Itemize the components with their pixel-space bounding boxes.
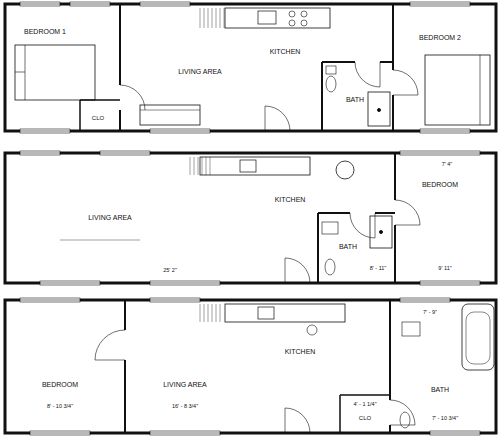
counter-hatch [210, 157, 211, 175]
window-pane [420, 283, 480, 284]
room-label: 4' - 1 1/4" [352, 401, 377, 407]
window [30, 431, 90, 435]
room-label: CLO [358, 415, 372, 422]
room-label: BATH [338, 243, 358, 251]
window-pane [150, 300, 200, 301]
room-label: LIVING AREA [177, 68, 223, 76]
window-pane [150, 131, 210, 132]
window-pane [400, 300, 450, 301]
room-label: LIVING AREA [162, 381, 208, 389]
window [40, 281, 100, 285]
counter-hatch [208, 304, 209, 322]
window [20, 129, 70, 133]
window [150, 431, 220, 435]
window [20, 298, 80, 302]
window-pane [20, 4, 60, 5]
room-label: BATH [430, 386, 450, 394]
window [420, 129, 470, 133]
plan-two [5, 153, 496, 283]
counter-hatch [200, 8, 201, 28]
room-label: CLO [91, 115, 105, 122]
window [20, 151, 60, 155]
counter-hatch [216, 8, 217, 28]
window-pane [140, 4, 190, 5]
room-label: BEDROOM [421, 181, 459, 189]
window-pane [420, 131, 470, 132]
window-pane [150, 433, 220, 434]
room-label: KITCHEN [284, 348, 317, 356]
counter-hatch [212, 8, 213, 28]
window [150, 298, 200, 302]
room-label: 25' 2" [162, 267, 178, 273]
window-pane [20, 153, 60, 154]
counter-hatch [194, 157, 195, 175]
counter-hatch [220, 304, 221, 322]
window [400, 151, 480, 155]
window [430, 431, 480, 435]
counter-hatch [204, 304, 205, 322]
window-pane [430, 433, 480, 434]
room-label: KITCHEN [274, 196, 307, 204]
window [410, 2, 470, 6]
room-label: 8' - 11" [369, 265, 388, 271]
plan-three [5, 300, 496, 433]
counter-hatch [190, 157, 191, 175]
window-pane [30, 433, 90, 434]
window-pane [100, 153, 150, 154]
window [100, 151, 150, 155]
window [400, 298, 450, 302]
window [420, 281, 480, 285]
window [20, 2, 60, 6]
room-label: BATH [345, 96, 365, 104]
window-pane [150, 283, 220, 284]
counter-hatch [216, 304, 217, 322]
counter-hatch [224, 8, 225, 28]
window-pane [20, 300, 80, 301]
counter-hatch [198, 157, 199, 175]
room-label: LIVING AREA [87, 214, 133, 222]
room-label: BEDROOM [41, 381, 79, 389]
room-label: 8' - 10 3/4" [46, 403, 74, 409]
counter-hatch [204, 8, 205, 28]
window [70, 2, 110, 6]
window [150, 129, 210, 133]
plan-one [5, 4, 496, 131]
window-pane [410, 4, 470, 5]
room-label: 16' - 8 3/4" [171, 403, 199, 409]
window-pane [20, 131, 70, 132]
counter-hatch [206, 157, 207, 175]
counter-hatch [212, 304, 213, 322]
room-label: BEDROOM 1 [23, 28, 67, 36]
room-label: 7' 4" [441, 161, 454, 167]
window [150, 281, 220, 285]
counter-hatch [202, 157, 203, 175]
window-pane [40, 283, 100, 284]
counter-hatch [208, 8, 209, 28]
room-label: KITCHEN [269, 48, 302, 56]
window-pane [70, 4, 110, 5]
room-label: 9' 11" [437, 265, 452, 271]
counter-hatch [200, 304, 201, 322]
window-pane [400, 153, 480, 154]
room-label: 7' - 9" [422, 309, 438, 315]
counter-hatch [220, 8, 221, 28]
room-label: 7' - 10 3/4" [431, 415, 459, 421]
window [140, 2, 190, 6]
room-label: BEDROOM 2 [418, 34, 462, 42]
